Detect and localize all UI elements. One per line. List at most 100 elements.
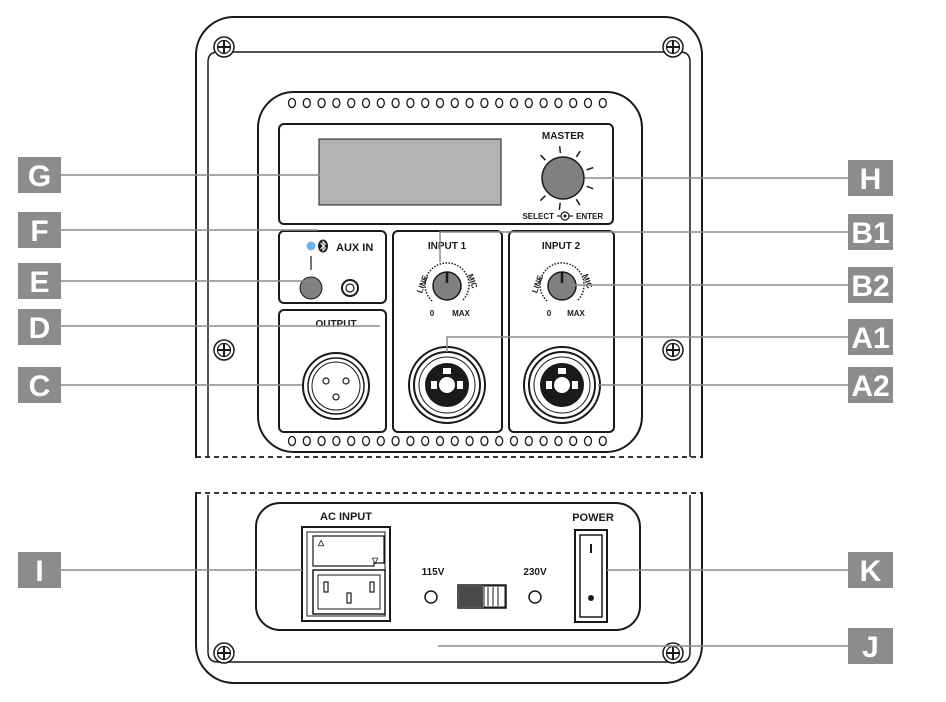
xlr-output-connector[interactable] bbox=[302, 352, 370, 420]
output-label: OUTPUT bbox=[315, 319, 356, 330]
vent-hole bbox=[524, 435, 533, 447]
screw-icon bbox=[213, 642, 235, 664]
vent-hole bbox=[583, 97, 593, 109]
vent-hole bbox=[569, 435, 578, 447]
callout-box-A2 bbox=[848, 367, 893, 403]
input1-label: INPUT 1 bbox=[428, 241, 467, 252]
callout-box-A1 bbox=[848, 319, 893, 355]
callout-I: I bbox=[35, 555, 43, 588]
vent-hole bbox=[287, 97, 297, 109]
vent-hole bbox=[317, 435, 326, 447]
vent-hole bbox=[347, 97, 356, 109]
output-section bbox=[278, 309, 387, 433]
vent-hole bbox=[391, 97, 400, 109]
vent-hole bbox=[509, 97, 519, 109]
input2-max-label: MAX bbox=[567, 309, 585, 318]
leader-lines bbox=[61, 174, 848, 647]
input2-label: INPUT 2 bbox=[542, 241, 581, 252]
vent-hole bbox=[450, 435, 459, 447]
voltage-230-indicator bbox=[528, 590, 542, 604]
callout-J: J bbox=[862, 631, 879, 664]
input2-section bbox=[508, 230, 615, 433]
aux-in-label: AUX IN bbox=[336, 242, 373, 254]
input1-line-label: LINE bbox=[415, 273, 430, 294]
svg-text:△: △ bbox=[317, 538, 325, 547]
callout-A2: A2 bbox=[851, 370, 889, 403]
input2-gain-knob-ticks bbox=[539, 262, 585, 302]
input1-combo-jack[interactable] bbox=[408, 346, 486, 424]
vent-hole bbox=[376, 435, 385, 447]
tick-mark bbox=[586, 185, 594, 190]
callout-K: K bbox=[860, 555, 882, 588]
input2-mic-label: MIC bbox=[581, 273, 595, 290]
voltage-selector-switch[interactable] bbox=[457, 584, 507, 609]
bluetooth-led bbox=[306, 241, 316, 251]
leader-A1 bbox=[446, 336, 848, 352]
screw-icon bbox=[662, 36, 684, 58]
input1-gain-knob-ticks bbox=[424, 262, 470, 302]
callout-C: C bbox=[29, 370, 51, 403]
vent-hole bbox=[465, 97, 474, 109]
callout-box-H bbox=[848, 160, 893, 196]
display-section bbox=[278, 123, 614, 225]
vent-hole bbox=[332, 435, 341, 447]
vent-hole bbox=[421, 97, 430, 109]
vent-hole bbox=[347, 435, 356, 447]
input2-line-label: LINE bbox=[530, 273, 545, 294]
callout-box-D bbox=[18, 309, 61, 345]
vent-hole bbox=[480, 97, 489, 109]
callout-box-B2 bbox=[848, 267, 893, 303]
vent-hole bbox=[495, 97, 504, 109]
callout-boxes: G F E D C I H B1 B2 A1 A2 K J bbox=[18, 157, 893, 664]
callout-box-B1 bbox=[848, 214, 893, 250]
svg-text:▽: ▽ bbox=[371, 556, 379, 565]
vent-hole bbox=[569, 97, 578, 109]
master-knob[interactable] bbox=[541, 156, 585, 200]
tick-mark bbox=[586, 166, 594, 171]
power-off-mark bbox=[588, 595, 594, 601]
enter-label: ENTER bbox=[576, 212, 603, 221]
input2-combo-jack[interactable] bbox=[523, 346, 601, 424]
select-label: SELECT bbox=[522, 212, 554, 221]
tick-mark bbox=[539, 195, 546, 202]
callout-B1: B1 bbox=[851, 217, 889, 250]
vent-hole bbox=[465, 435, 474, 447]
callout-box-E bbox=[18, 263, 61, 299]
callout-B2: B2 bbox=[851, 270, 889, 303]
select-enter-icon bbox=[557, 211, 573, 221]
vent-hole bbox=[480, 435, 489, 447]
callout-box-I bbox=[18, 552, 61, 588]
input1-section bbox=[392, 230, 503, 433]
power-rocker-switch[interactable] bbox=[574, 529, 608, 623]
cabinet-outline bbox=[195, 16, 703, 684]
vent-hole bbox=[495, 435, 504, 447]
master-label: MASTER bbox=[542, 131, 585, 142]
callout-box-J bbox=[848, 628, 893, 664]
input2-zero-label: 0 bbox=[547, 309, 552, 318]
vent-hole bbox=[554, 97, 563, 109]
screw-icon bbox=[213, 36, 235, 58]
screw-icon bbox=[662, 339, 684, 361]
vent-hole bbox=[406, 97, 415, 109]
iec-power-inlet[interactable]: △ ▽ bbox=[301, 526, 391, 622]
vent-hole bbox=[554, 435, 563, 447]
vent-holes bbox=[287, 97, 607, 447]
callout-E: E bbox=[29, 266, 49, 299]
vent-hole bbox=[598, 435, 607, 447]
voltage-115-indicator bbox=[424, 590, 438, 604]
callout-box-G bbox=[18, 157, 61, 193]
callout-box-C bbox=[18, 367, 61, 403]
vent-hole bbox=[317, 97, 326, 109]
vent-hole bbox=[376, 97, 385, 109]
gap-mask bbox=[190, 458, 710, 492]
callout-F: F bbox=[30, 215, 48, 248]
voltage-230-label: 230V bbox=[523, 567, 547, 578]
vent-hole bbox=[391, 435, 400, 447]
bluetooth-pair-button[interactable] bbox=[299, 276, 323, 300]
input1-max-label: MAX bbox=[452, 309, 470, 318]
screws bbox=[213, 36, 684, 664]
callout-box-K bbox=[848, 552, 893, 588]
vent-hole bbox=[598, 97, 607, 109]
control-panel-outline bbox=[257, 91, 643, 453]
